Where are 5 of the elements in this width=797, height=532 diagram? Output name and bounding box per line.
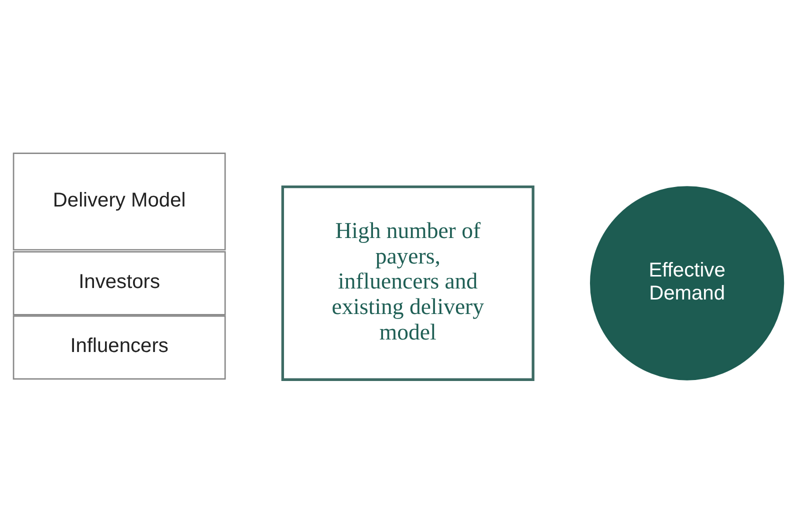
node-box: Influencers	[12, 314, 226, 380]
node-box: Investors	[12, 250, 226, 315]
node-box: Delivery Model	[12, 152, 226, 250]
node-circle: Effective Demand	[590, 186, 784, 380]
node-box: High number of payers, influencers and existing delivery model	[281, 185, 534, 380]
